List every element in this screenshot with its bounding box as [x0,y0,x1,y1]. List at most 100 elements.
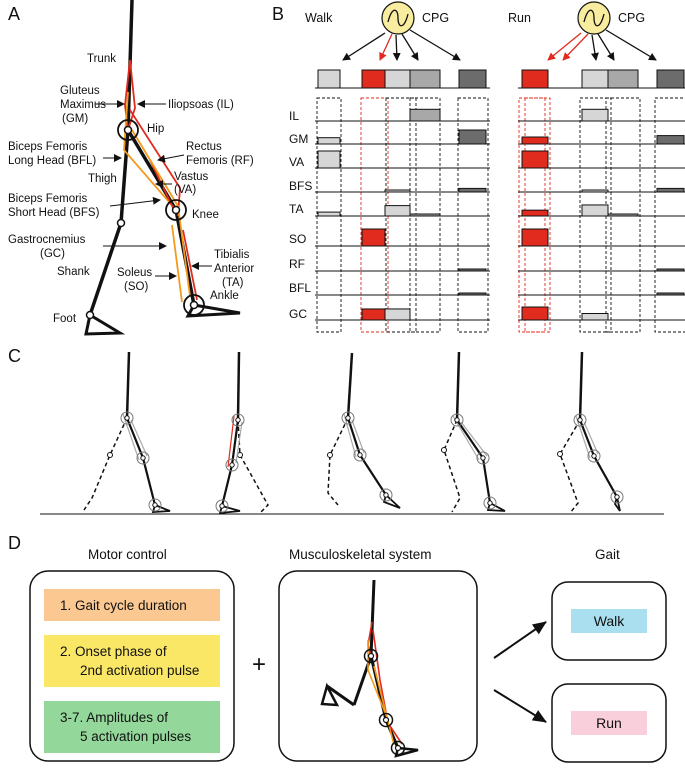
stance-leg [125,417,157,506]
joint-marker [610,490,624,504]
plus-sign: + [252,651,266,678]
row-label-va: VA [289,155,304,169]
activation-pulse [521,150,549,169]
param-3-line2: 5 activation pulses [80,729,191,744]
muscle-path [343,413,357,458]
pulse-bar [409,69,441,89]
cpg-arrow [605,29,657,61]
activation-pulse [521,228,549,247]
cpg-walk: CPG [381,1,449,35]
joint-marker [591,453,597,459]
label-gc-2: (GC) [40,248,65,260]
label-va-2: (VA) [174,184,196,196]
activation-pulse [361,308,386,321]
contralateral-knee [327,452,333,458]
label-bfl-2: Long Head (BFL) [8,155,96,167]
label-so-2: (SO) [124,281,148,293]
label-ta-3: (TA) [222,277,244,289]
pulse-window [316,97,342,333]
label-trunk: Trunk [87,53,116,65]
row-label-il: IL [289,109,299,123]
contralateral-knee [441,447,447,453]
run-label: Run [596,715,622,731]
joint-marker [357,452,363,458]
label-gm-3: (GM) [62,113,88,125]
gait-snapshot [215,351,269,515]
activation-pulse [458,129,487,145]
joint-marker [379,488,393,502]
joint-marker [219,503,225,509]
activation-pulse [521,136,549,145]
joint-marker [341,411,355,425]
walk-label: Walk [594,613,626,629]
contralateral-leg [237,419,269,514]
param-3-line1: 3-7. Amplitudes of [60,710,168,725]
walk-header: Walk [305,11,333,25]
activation-pulse [581,189,609,193]
joint-marker [229,462,235,468]
cpg-arrow [590,34,599,61]
pulse-window [360,97,389,333]
activation-pulse [521,209,549,217]
pulse-bar [521,69,549,89]
pulse-bar [361,69,386,89]
label-foot: Foot [53,313,77,325]
arrow-to-run [493,689,547,723]
label-knee: Knee [192,209,219,221]
joint-marker [454,417,460,423]
muscle-path [235,421,243,464]
joint-marker [152,502,158,508]
cpg-arrow [392,34,401,61]
cpg-arrow [562,33,589,61]
pulse-window [605,97,641,333]
panel-label-a: A [8,4,20,24]
joint-marker [450,413,464,427]
contralateral-leg [443,419,461,513]
activation-pulses [315,29,685,333]
row-label-so: SO [289,232,306,246]
pulse-bar [317,69,341,89]
joint-marker [124,415,130,421]
joint-marker [587,449,601,463]
stance-leg [578,419,618,498]
muscle-path [460,421,488,457]
activation-pulse [458,187,487,193]
gait-snapshot [327,352,401,509]
panel-label-d: D [8,533,21,553]
joint-marker [235,417,241,423]
label-hip: Hip [147,123,164,135]
row-label-gc: GC [289,307,307,321]
row-labels: IL GM VA BFS TA SO RF BFL GC [289,109,312,321]
joint-marker [353,448,367,462]
pulse-bar [458,69,487,89]
cpg-walk-label: CPG [422,11,449,25]
muscle-path [575,415,591,459]
trunk-segment [346,352,354,419]
joint-marker [136,451,150,465]
gait-snapshots [83,351,624,515]
pulse-window [518,97,551,333]
musculoskeletal-figure [320,579,419,758]
joint-marker [614,494,620,500]
cpg-run: CPG [577,1,645,35]
musculoskeletal-title: Musculoskeletal system [289,547,432,562]
joint-marker [383,492,389,498]
muscle-labels: Trunk Gluteus Maximus (GM) Iliopsoas (IL… [8,53,254,325]
run-header: Run [508,11,531,25]
muscle-path [351,419,365,454]
param-box-3 [44,701,220,753]
activation-pulse [607,213,639,217]
joint-marker [577,417,583,423]
cpg-arrow [342,32,386,61]
label-ankle: Ankle [210,290,239,302]
activation-pulse [317,137,341,145]
activation-pulse [409,213,441,217]
arrow-to-walk [493,621,547,659]
activation-pulse [409,108,441,122]
param-box-2 [44,635,220,687]
joint-marker [476,451,490,465]
activation-pulse [458,292,487,296]
foot [486,501,506,512]
panel-label-b: B [272,4,284,24]
activation-pulse [656,135,685,145]
